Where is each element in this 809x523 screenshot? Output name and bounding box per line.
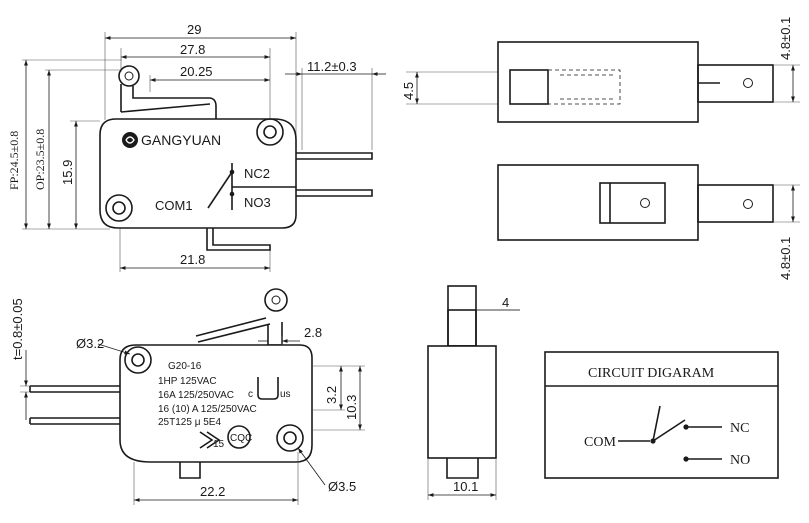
dim-21-8: 21.8 (180, 252, 205, 267)
terminal-com-label: COM1 (155, 198, 193, 213)
rating-line-1: 1HP 125VAC (158, 376, 217, 387)
side-view-bottom (497, 164, 800, 241)
dim-thickness: t=0.8±0.05 (10, 298, 25, 360)
dim-20-25: 20.25 (180, 64, 213, 79)
circuit-com-label: COM (584, 435, 616, 450)
dim-4-8-bottom: 4.8±0.1 (778, 237, 793, 280)
front-view (22, 32, 386, 272)
dim-29: 29 (187, 22, 201, 37)
dim-15-9: 15.9 (60, 160, 75, 185)
circuit-title: CIRCUIT DIGARAM (588, 366, 715, 381)
dim-10-1: 10.1 (453, 479, 478, 494)
cert-ul-c: c (248, 389, 253, 400)
circuit-diagram (544, 351, 779, 479)
terminal-nc-label: NC2 (244, 166, 270, 181)
circuit-no-label: NO (730, 453, 750, 468)
model-label: G20-16 (168, 361, 202, 372)
dim-hole-3-2: Ø3.2 (76, 336, 104, 351)
rating-line-3: 16 (10) A 125/250VAC (158, 404, 257, 415)
dim-27-8: 27.8 (180, 42, 205, 57)
rating-line-4: 25T125 μ 5E4 (158, 417, 221, 428)
rear-view (20, 288, 365, 505)
end-view (427, 285, 520, 500)
rating-line-2: 16A 125/250VAC (158, 390, 234, 401)
dim-4: 4 (502, 295, 509, 310)
cert-15: 15 (213, 439, 225, 450)
dim-11-2: 11.2±0.3 (307, 59, 357, 74)
dim-22-2: 22.2 (200, 484, 225, 499)
dim-4-8-top: 4.8±0.1 (778, 17, 793, 60)
dim-4-5: 4.5 (401, 82, 416, 100)
dim-fp: FP:24.5±0.8 (7, 131, 21, 190)
side-view-top (406, 41, 800, 123)
terminal-no-label: NO3 (244, 195, 271, 210)
dim-op: OP:23.5±0.8 (33, 129, 47, 190)
circuit-nc-label: NC (730, 421, 749, 436)
dim-3-2: 3.2 (324, 386, 339, 404)
brand-label: GANGYUAN (141, 132, 221, 148)
dim-hole-3-5: Ø3.5 (328, 479, 356, 494)
dim-2-8: 2.8 (304, 325, 322, 340)
cert-ul-us: us (280, 389, 291, 400)
dim-10-3: 10.3 (344, 395, 359, 420)
cert-cqc: CQC (230, 433, 252, 444)
